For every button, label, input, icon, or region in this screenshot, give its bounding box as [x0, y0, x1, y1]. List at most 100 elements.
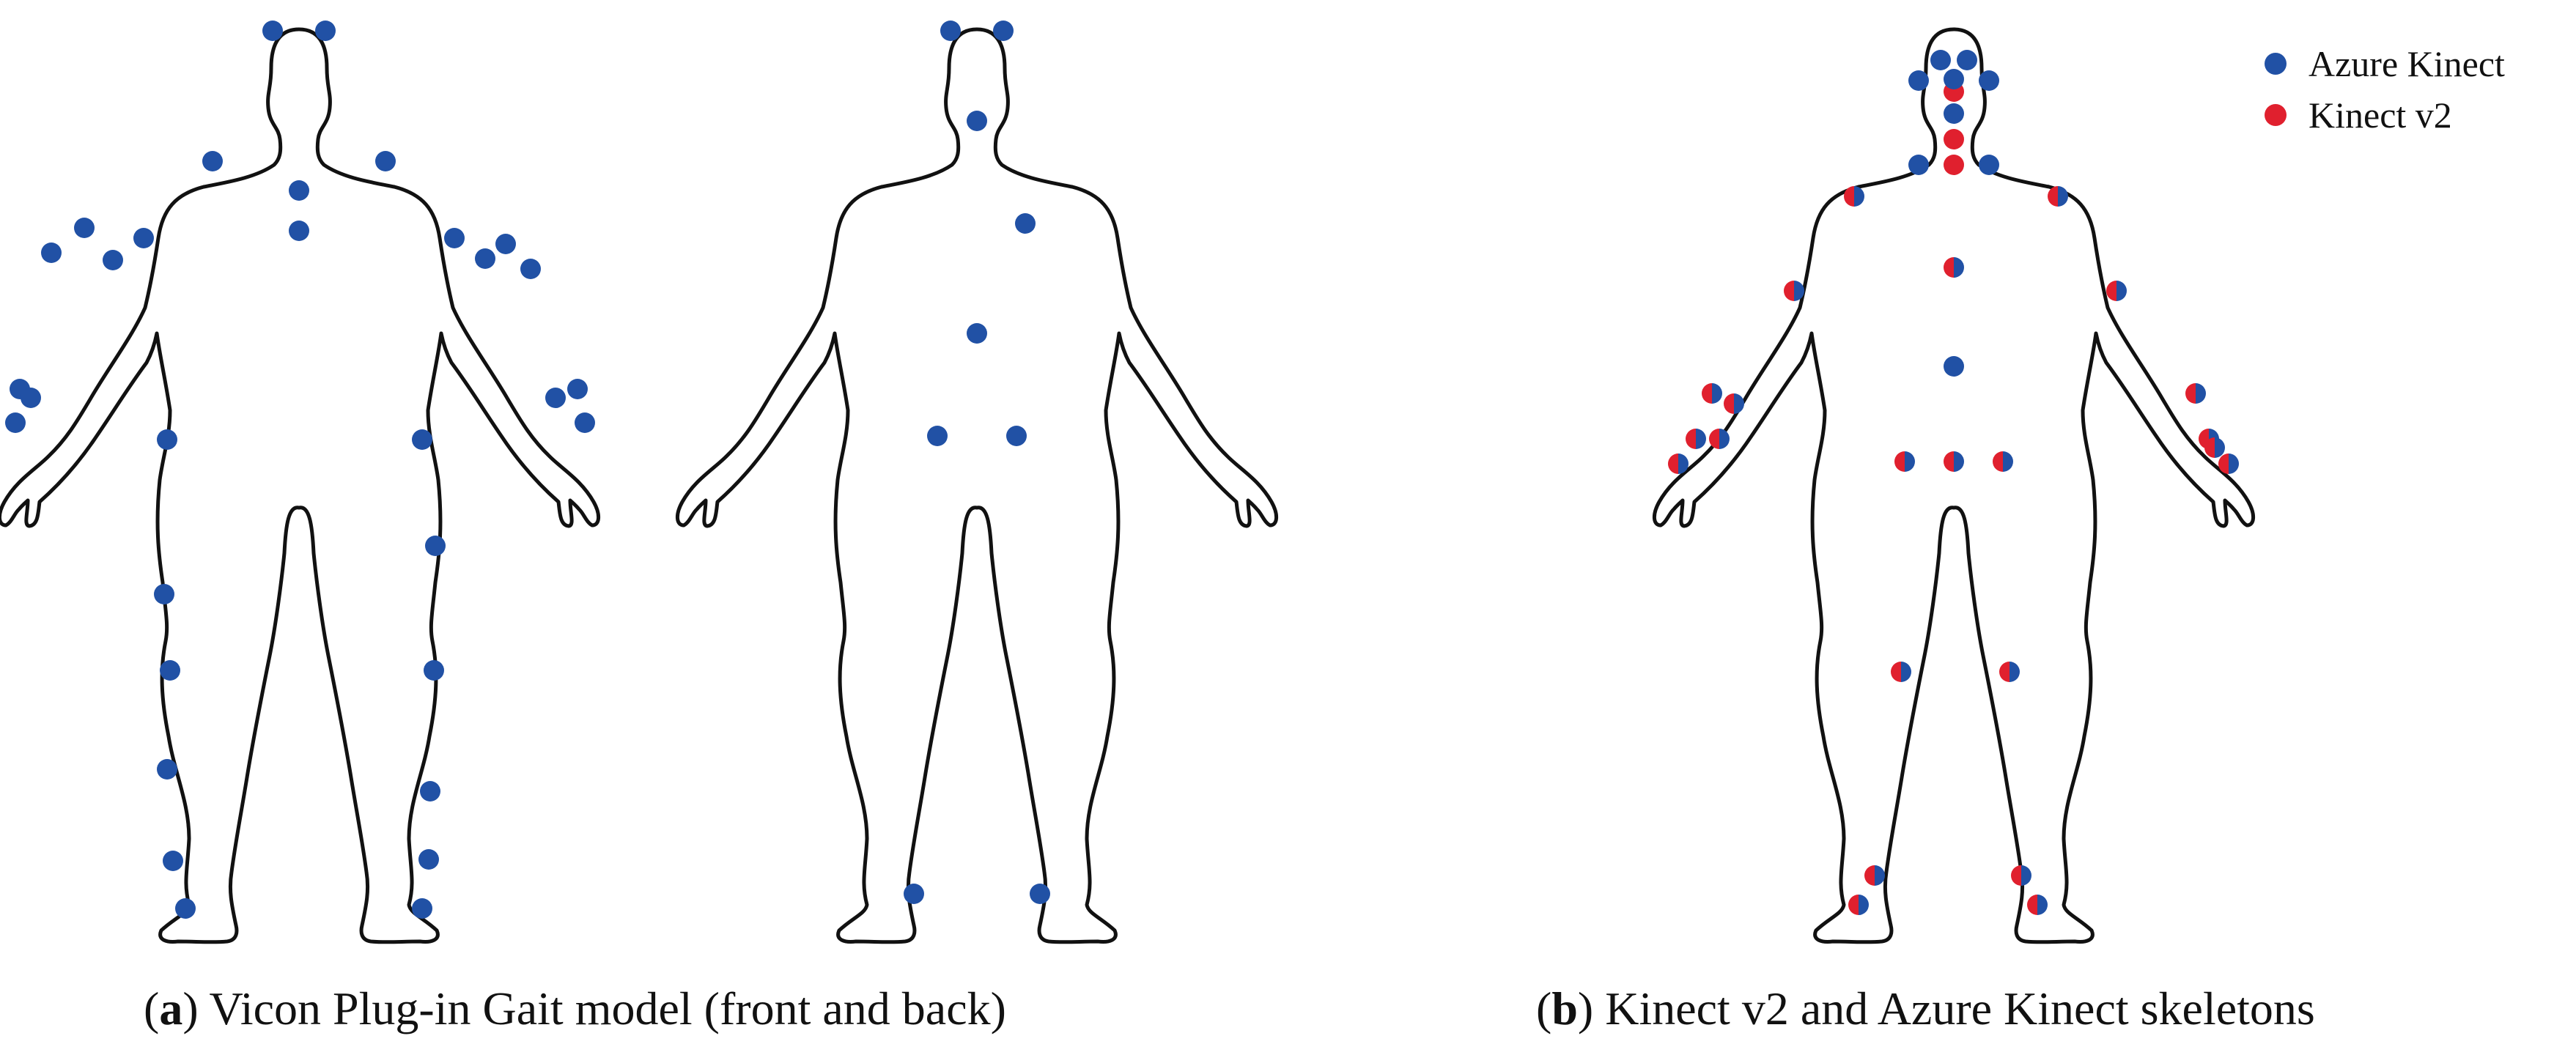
kinect-split-joint — [1944, 451, 1964, 472]
vicon-front-marker — [289, 180, 309, 201]
kinect-split-joint-kinect-v2-half — [1944, 257, 1954, 278]
vicon-front-marker — [425, 536, 446, 556]
kinect-split-joint — [2048, 186, 2068, 207]
vicon-front-marker — [315, 21, 336, 41]
kinect-split-joint-kinect-v2-half — [1944, 451, 1954, 472]
kinect-azure-joint — [1908, 155, 1929, 175]
kinect-split-joint — [2185, 383, 2206, 404]
vicon-front-marker — [418, 849, 439, 870]
kinect-split-joint-azure-half — [1794, 281, 1804, 301]
kinect-split-joint-kinect-v2-half — [1894, 451, 1905, 472]
kinect-split-joint-kinect-v2-half — [1891, 662, 1901, 682]
vicon-back-marker — [1030, 884, 1050, 904]
vicon-front-marker — [412, 429, 432, 450]
kinect-split-joint-azure-half — [1859, 895, 1869, 915]
kinect-split-joint — [1668, 454, 1689, 474]
caption-b: (b) Kinect v2 and Azure Kinect skeletons — [1536, 982, 2315, 1034]
kinect-split-joint — [1864, 865, 1885, 886]
kinect-split-joint — [1999, 662, 2020, 682]
kinect-split-joint — [1848, 895, 1869, 915]
kinect-v2-swatch — [2265, 104, 2287, 126]
kinect-split-joint — [2011, 865, 2031, 886]
caption-a-letter: a — [159, 982, 183, 1034]
kinect-split-joint-kinect-v2-half — [2185, 383, 2196, 404]
vicon-back-marker — [993, 21, 1014, 41]
kinect-split-joint-azure-half — [2037, 895, 2048, 915]
kinect-azure-joint — [1957, 50, 1977, 70]
kinect-split-joint-azure-half — [2116, 281, 2127, 301]
vicon-front-marker — [163, 851, 183, 871]
kinect-split-joint — [2204, 437, 2225, 458]
kinect-split-joint-azure-half — [1696, 429, 1706, 449]
kinect-v2-joint — [1944, 129, 1964, 149]
vicon-front-marker — [103, 250, 123, 270]
kinect-split-joint-azure-half — [1678, 454, 1689, 474]
kinect-split-joint — [1844, 186, 1864, 207]
kinect-split-joint-kinect-v2-half — [2027, 895, 2037, 915]
kinect-split-joint-azure-half — [2003, 451, 2013, 472]
legend-item-kinect-v2: Kinect v2 — [2265, 89, 2505, 141]
vicon-front-marker — [475, 248, 495, 269]
caption-b-letter: b — [1551, 982, 1578, 1034]
kinect-split-joint-kinect-v2-half — [2204, 437, 2215, 458]
vicon-front-marker — [520, 259, 541, 279]
legend-label-azure: Azure Kinect — [2309, 43, 2505, 84]
vicon-front-marker — [74, 218, 95, 238]
kinect-split-joint-azure-half — [2229, 454, 2239, 474]
vicon-back-figure — [677, 21, 1276, 942]
kinect-split-joint-kinect-v2-half — [1668, 454, 1678, 474]
kinect-split-joint — [1993, 451, 2013, 472]
vicon-back-marker — [1006, 426, 1027, 446]
kinect-skeleton-figure — [1654, 29, 2253, 942]
kinect-split-joint-kinect-v2-half — [1848, 895, 1859, 915]
kinect-split-joint-azure-half — [1901, 662, 1911, 682]
kinect-azure-joint — [1979, 70, 1999, 91]
kinect-split-joint-azure-half — [2058, 186, 2068, 207]
caption-a-text: Vicon Plug-in Gait model (front and back… — [198, 982, 1006, 1034]
vicon-back-marker — [967, 323, 987, 344]
kinect-split-joint-kinect-v2-half — [1999, 662, 2009, 682]
kinect-split-joint — [1686, 429, 1706, 449]
vicon-back-marker — [1015, 213, 1036, 234]
kinect-split-joint-azure-half — [1875, 865, 1885, 886]
kinect-split-joint-kinect-v2-half — [2218, 454, 2229, 474]
vicon-front-marker — [157, 759, 177, 780]
kinect-split-joint-kinect-v2-half — [1686, 429, 1696, 449]
vicon-front-marker — [175, 898, 196, 919]
vicon-front-marker — [133, 228, 154, 248]
caption-a: (a) Vicon Plug-in Gait model (front and … — [144, 982, 1006, 1034]
front-body-outline — [0, 29, 599, 942]
kinect-split-joint-azure-half — [1712, 383, 1722, 404]
kinect-split-joint-kinect-v2-half — [1724, 393, 1734, 414]
kinect-split-joint-kinect-v2-half — [1702, 383, 1712, 404]
kinect-split-joint-azure-half — [2196, 383, 2206, 404]
kinect-split-joint-azure-half — [1905, 451, 1915, 472]
kinect-split-joint-azure-half — [1854, 186, 1864, 207]
kinect-split-joint — [1891, 662, 1911, 682]
vicon-front-marker — [495, 234, 516, 254]
kinect-split-joint-kinect-v2-half — [1709, 429, 1719, 449]
vicon-front-marker — [545, 388, 566, 408]
kinect-split-joint — [2218, 454, 2239, 474]
vicon-front-marker — [202, 151, 223, 171]
vicon-back-marker — [967, 111, 987, 131]
kinect-split-joint — [1944, 257, 1964, 278]
caption-b-text: Kinect v2 and Azure Kinect skeletons — [1593, 982, 2315, 1034]
kinect-split-joint-kinect-v2-half — [2048, 186, 2058, 207]
kinect-split-joint-kinect-v2-half — [2011, 865, 2021, 886]
kinect-split-joint — [1894, 451, 1915, 472]
kinect-split-joint — [1709, 429, 1730, 449]
legend: Azure Kinect Kinect v2 — [2265, 38, 2505, 141]
kinect-split-joint — [1724, 393, 1744, 414]
vicon-front-figure — [0, 21, 599, 942]
azure-kinect-swatch — [2265, 53, 2287, 75]
vicon-front-marker — [5, 412, 26, 433]
vicon-front-marker — [41, 243, 62, 263]
vicon-front-marker — [420, 781, 440, 802]
kinect-split-joint-azure-half — [1734, 393, 1744, 414]
back-body-outline — [677, 29, 1276, 942]
kinect-split-joint — [2027, 895, 2048, 915]
vicon-back-marker — [904, 884, 924, 904]
kinect-split-joint — [2106, 281, 2127, 301]
vicon-back-marker — [940, 21, 961, 41]
